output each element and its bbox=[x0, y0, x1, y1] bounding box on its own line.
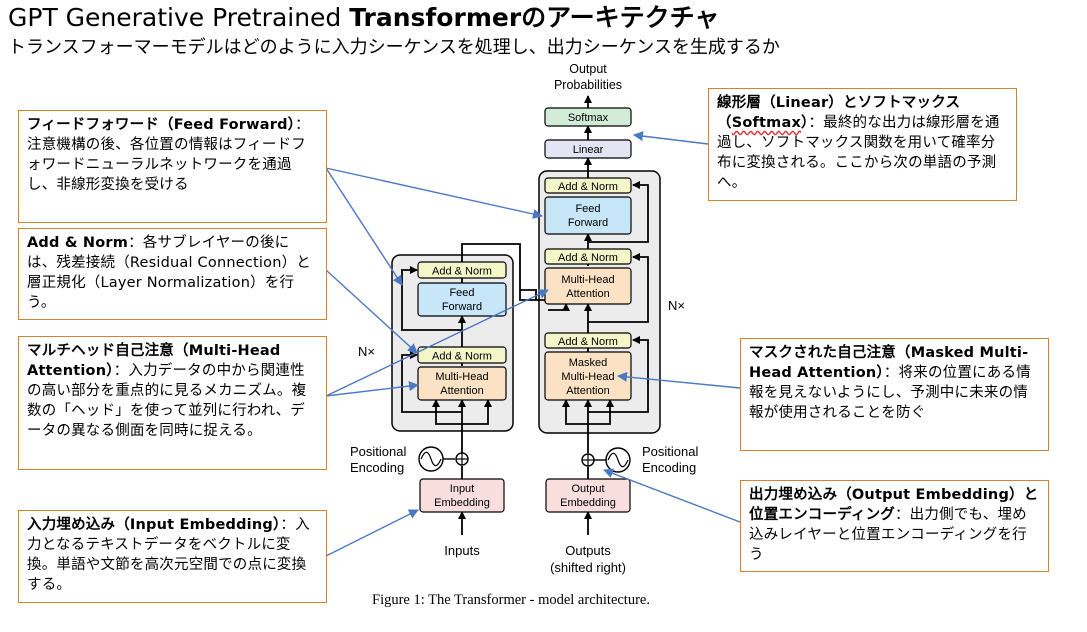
encoder-nx-label: N× bbox=[358, 344, 375, 359]
callout-arrow-ff-dec bbox=[325, 167, 543, 219]
output-prob-line2: Probabilities bbox=[554, 78, 622, 92]
input-embedding-line1: Input bbox=[450, 483, 474, 495]
note-linear-heading-close: ） bbox=[801, 115, 809, 131]
callout-arrow-mha-enc bbox=[325, 381, 419, 397]
masked-line3: Attention bbox=[566, 385, 609, 397]
note-linear-softmax: 線形層（Linear）とソフトマックス（Softmax）：最終的な出力は線形層を… bbox=[708, 88, 1017, 201]
encoder-pos-line1: Positional bbox=[350, 444, 406, 459]
encoder-mha-line1: Multi-Head bbox=[435, 371, 488, 383]
linear-label: Linear bbox=[573, 144, 604, 156]
note-linear-heading: 線形層（Linear）とソフトマックス（ bbox=[717, 95, 961, 131]
note-ff-heading: フィードフォワード（Feed Forward） bbox=[27, 117, 296, 133]
decoder-feed-forward bbox=[544, 196, 632, 235]
decoder-add-norm-bottom-label: Add & Norm bbox=[558, 336, 618, 348]
decoder-add-norm-bottom bbox=[544, 332, 632, 349]
figure-caption: Figure 1: The Transformer - model archit… bbox=[372, 592, 650, 608]
page-subtitle: トランスフォーマーモデルはどのように入力シーケンスを処理し、出力シーケンスを生成… bbox=[8, 37, 780, 58]
output-prob-line1: Output bbox=[569, 62, 607, 76]
decoder-mha-line2: Attention bbox=[566, 288, 609, 300]
encoder-mha-line2: Attention bbox=[440, 385, 483, 397]
note-output-embedding: 出力埋め込み（Output Embedding）と位置エンコーディング：出力側で… bbox=[740, 480, 1049, 572]
note-mha-body: ：入力データの中から関連性の高い部分を重点的に見るメカニズム。複数の「ヘッド」を… bbox=[27, 363, 307, 439]
masked-line1: Masked bbox=[569, 357, 608, 369]
encoder-pos-line2: Encoding bbox=[350, 460, 404, 475]
note-feed-forward: フィードフォワード（Feed Forward）：注意機構の後、各位置の情報はフィ… bbox=[18, 110, 327, 223]
output-embedding-line1: Output bbox=[571, 483, 604, 495]
encoder-feed-forward bbox=[417, 282, 507, 317]
callout-arrow-masked bbox=[617, 371, 741, 389]
encoder-ff-line1: Feed bbox=[449, 287, 474, 299]
callout-arrow-addnorm bbox=[325, 269, 418, 354]
note-output-body: ：出力側でも、埋め込みレイヤーと位置エンコーディングを行う bbox=[749, 507, 1027, 563]
encoder-ff-line2: Forward bbox=[442, 301, 482, 313]
note-input-heading: 入力埋め込み（Input Embedding） bbox=[27, 517, 281, 533]
output-embedding-box bbox=[545, 478, 631, 513]
callout-arrow-input bbox=[325, 509, 419, 557]
note-multi-head: マルチヘッド自己注意（Multi-Head Attention）：入力データの中… bbox=[18, 336, 327, 470]
note-add-norm: Add & Norm：各サブレイヤーの後には、残差接続（Residual Con… bbox=[18, 228, 327, 320]
note-masked-heading: マスクされた自己注意（Masked Multi-Head Attention） bbox=[749, 345, 1029, 381]
decoder-pos-line1: Positional bbox=[642, 444, 698, 459]
softmax-label: Softmax bbox=[568, 112, 609, 124]
encoder-add-norm-bottom bbox=[417, 346, 507, 364]
callout-arrow-ff-enc bbox=[325, 167, 403, 286]
note-masked-attention: マスクされた自己注意（Masked Multi-Head Attention）：… bbox=[740, 338, 1049, 451]
decoder-mha-line1: Multi-Head bbox=[561, 274, 614, 286]
inputs-label: Inputs bbox=[444, 543, 480, 558]
callout-arrow-mha-dec bbox=[325, 289, 549, 397]
note-addnorm-heading: Add & Norm bbox=[27, 235, 129, 251]
decoder-add-norm-mid-label: Add & Norm bbox=[558, 252, 618, 264]
note-output-heading: 出力埋め込み（Output Embedding）と位置エンコーディング bbox=[749, 487, 1039, 523]
note-ff-body: ：注意機構の後、各位置の情報はフィードフォワードニューラルネットワークを通過し、… bbox=[27, 117, 310, 193]
note-input-embedding: 入力埋め込み（Input Embedding）：入力となるテキストデータをベクト… bbox=[18, 510, 327, 603]
input-embedding-box bbox=[419, 478, 505, 513]
note-addnorm-body: ：各サブレイヤーの後には、残差接続（Residual Connection）と層… bbox=[27, 235, 311, 311]
softmax-box bbox=[544, 107, 632, 127]
decoder-add-norm-top-label: Add & Norm bbox=[558, 181, 618, 193]
masked-line2: Multi-Head bbox=[561, 371, 614, 383]
note-masked-body: ：将来の位置にある情報を見えないようにし、予測中に未来の情報が使用されることを防… bbox=[749, 365, 1031, 421]
callout-arrow-linear bbox=[633, 131, 709, 145]
outputs-line1: Outputs bbox=[565, 543, 611, 558]
callout-arrow-output bbox=[603, 468, 741, 523]
note-input-body: ：入力となるテキストデータをベクトルに変換。単語や文節を高次元空間での点に変換す… bbox=[27, 517, 310, 593]
encoder-add-norm-top-label: Add & Norm bbox=[432, 266, 492, 278]
encoder-add-norm-bottom-label: Add & Norm bbox=[432, 351, 492, 363]
decoder-multi-head bbox=[544, 267, 632, 305]
decoder-pos-line2: Encoding bbox=[642, 460, 696, 475]
decoder-ff-line1: Feed bbox=[575, 203, 600, 215]
decoder-ff-line2: Forward bbox=[568, 217, 608, 229]
encoder-block bbox=[391, 254, 514, 432]
note-linear-body: ：最終的な出力は線形層を通過し、ソフトマックス関数を用いて確率分布に変換される。… bbox=[717, 115, 1000, 191]
encoder-add-norm-top bbox=[417, 261, 507, 279]
page-title: GPT Generative Pretrained Transformerのアー… bbox=[8, 2, 719, 34]
decoder-nx-label: N× bbox=[668, 298, 685, 313]
title-bold: Transformerのアーキテクチャ bbox=[349, 3, 720, 32]
decoder-add-norm-top bbox=[544, 177, 632, 194]
input-embedding-line2: Embedding bbox=[434, 497, 490, 509]
linear-box bbox=[544, 139, 632, 159]
title-prefix: GPT Generative Pretrained bbox=[8, 3, 350, 32]
note-softmax-word: Softmax bbox=[731, 115, 801, 131]
decoder-add-norm-mid bbox=[544, 248, 632, 265]
note-mha-heading: マルチヘッド自己注意（Multi-Head Attention） bbox=[27, 343, 281, 379]
output-embedding-line2: Embedding bbox=[560, 497, 616, 509]
outputs-line2: (shifted right) bbox=[550, 560, 626, 575]
decoder-masked-multi-head bbox=[544, 351, 632, 401]
